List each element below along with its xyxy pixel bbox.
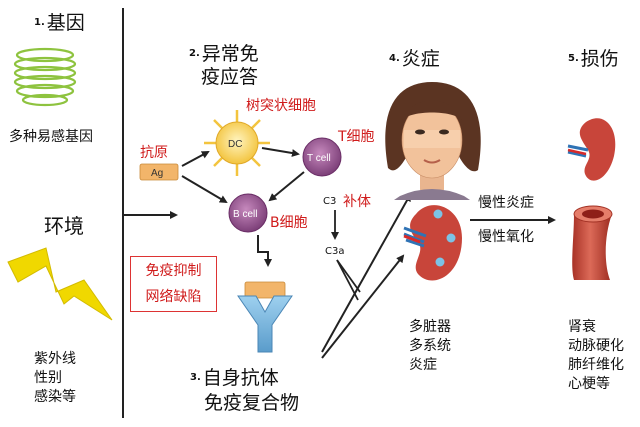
dc-text: DC xyxy=(228,139,242,150)
gene-caption: 多种易感基因 xyxy=(9,129,93,145)
c3-label: C3 xyxy=(323,196,337,207)
organs-caption-line: 多脏器 xyxy=(409,319,451,335)
complement-label: 补体 xyxy=(343,194,371,210)
damage-heading: 5.损伤 xyxy=(568,44,619,71)
gene-coil-icon xyxy=(13,47,77,107)
t-cell-text: T cell xyxy=(307,153,331,164)
response-title-line1: 异常免 xyxy=(201,43,259,65)
dendritic-cell-icon xyxy=(204,110,270,176)
antigen-label: 抗原 xyxy=(140,145,168,161)
face-illustration xyxy=(385,82,481,200)
inflamed-kidney-icon xyxy=(403,205,462,281)
b-cell-icon xyxy=(228,193,268,233)
damage-item: 心梗等 xyxy=(568,376,610,392)
antigen-box xyxy=(139,163,179,181)
inflammation-title: 炎症 xyxy=(401,48,440,70)
environment-factors: 紫外线 性别 感染等 xyxy=(34,350,76,407)
immune-arrows xyxy=(181,147,305,267)
immune-deficiency-box: 免疫抑制 网络缺陷 xyxy=(130,256,217,312)
t-cell-label: T细胞 xyxy=(338,129,375,145)
b-cell-label: B细胞 xyxy=(270,215,308,231)
antibody-icon xyxy=(237,281,293,353)
inflammation-step-number: 4. xyxy=(389,53,400,64)
damage-item: 动脉硬化 xyxy=(568,338,624,354)
blood-vessel-icon xyxy=(572,205,613,280)
antigen-text: Ag xyxy=(151,168,163,179)
damage-step-number: 5. xyxy=(568,53,579,64)
antibody-title-line2: 免疫复合物 xyxy=(204,392,300,414)
environment-factor: 紫外线 xyxy=(34,351,76,367)
damage-title: 损伤 xyxy=(580,48,619,70)
damage-item: 肺纤维化 xyxy=(568,357,624,373)
antibody-heading: 3.自身抗体 免疫复合物 xyxy=(190,366,299,416)
response-heading: 2.异常免 疫应答 xyxy=(189,43,259,89)
antibody-step-number: 3. xyxy=(190,372,201,383)
environment-title: 环境 xyxy=(44,214,84,238)
inflammation-heading: 4.炎症 xyxy=(389,44,440,71)
immune-box-line2: 网络缺陷 xyxy=(145,289,202,305)
c3a-label: C3a xyxy=(325,246,345,257)
chronic-line2: 慢性氧化 xyxy=(478,229,534,245)
response-step-number: 2. xyxy=(189,48,200,59)
organs-caption: 多脏器 多系统 炎症 xyxy=(409,318,451,375)
environment-factor: 感染等 xyxy=(34,389,76,405)
environment-factor: 性别 xyxy=(34,370,62,386)
immune-box-line1: 免疫抑制 xyxy=(145,263,202,279)
chronic-line1: 慢性炎症 xyxy=(478,195,534,211)
gene-title: 基因 xyxy=(46,12,85,34)
dc-label: 树突状细胞 xyxy=(246,98,316,114)
lightning-icon xyxy=(7,247,113,321)
t-cell-icon xyxy=(302,137,342,177)
damaged-kidney-icon xyxy=(567,118,616,181)
b-cell-text: B cell xyxy=(233,209,257,220)
response-title-line2: 疫应答 xyxy=(201,66,259,88)
gene-heading: 1.基因 xyxy=(34,8,85,35)
inflammation-arrows xyxy=(321,193,411,359)
organs-caption-line: 多系统 xyxy=(409,338,451,354)
antibody-title-line1: 自身抗体 xyxy=(202,367,279,389)
damage-item: 肾衰 xyxy=(568,319,596,335)
organs-caption-line: 炎症 xyxy=(409,357,437,373)
damage-list: 肾衰 动脉硬化 肺纤维化 心梗等 xyxy=(568,318,624,394)
gene-step-number: 1. xyxy=(34,17,45,28)
